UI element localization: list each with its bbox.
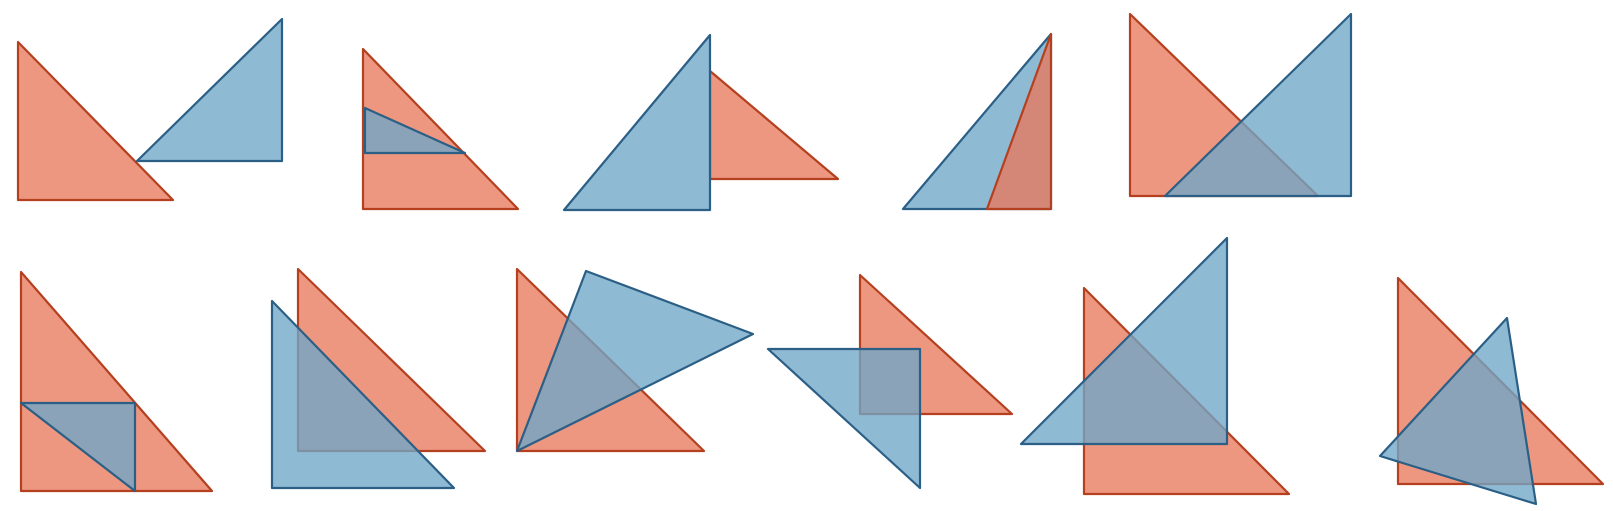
pair-6 bbox=[19, 270, 214, 493]
pair-1 bbox=[16, 17, 284, 202]
pair-7 bbox=[270, 267, 487, 490]
pair-11 bbox=[1378, 276, 1605, 506]
triangle-b-10 bbox=[1019, 236, 1229, 446]
pair-10 bbox=[1019, 236, 1291, 496]
triangle-b-11 bbox=[1378, 316, 1538, 506]
triangle-b-8 bbox=[515, 269, 755, 453]
triangle-b-2 bbox=[363, 106, 467, 155]
pair-3 bbox=[562, 33, 840, 212]
triangle-b-5 bbox=[1163, 12, 1353, 198]
pair-9 bbox=[766, 273, 1014, 490]
pair-8 bbox=[515, 267, 755, 453]
triangle-b-7 bbox=[270, 299, 456, 490]
pair-5 bbox=[1128, 12, 1353, 198]
triangle-b-9 bbox=[766, 347, 922, 490]
triangle-b-3 bbox=[562, 33, 712, 212]
triangle-a-2 bbox=[361, 47, 520, 211]
triangle-b-6 bbox=[19, 401, 137, 493]
pair-4 bbox=[901, 32, 1053, 211]
triangle-a-1 bbox=[16, 40, 175, 202]
pair-2 bbox=[361, 47, 520, 211]
triangle-b-1 bbox=[135, 17, 284, 163]
triangle-a-4 bbox=[985, 32, 1053, 211]
triangle-a-3 bbox=[708, 69, 840, 181]
